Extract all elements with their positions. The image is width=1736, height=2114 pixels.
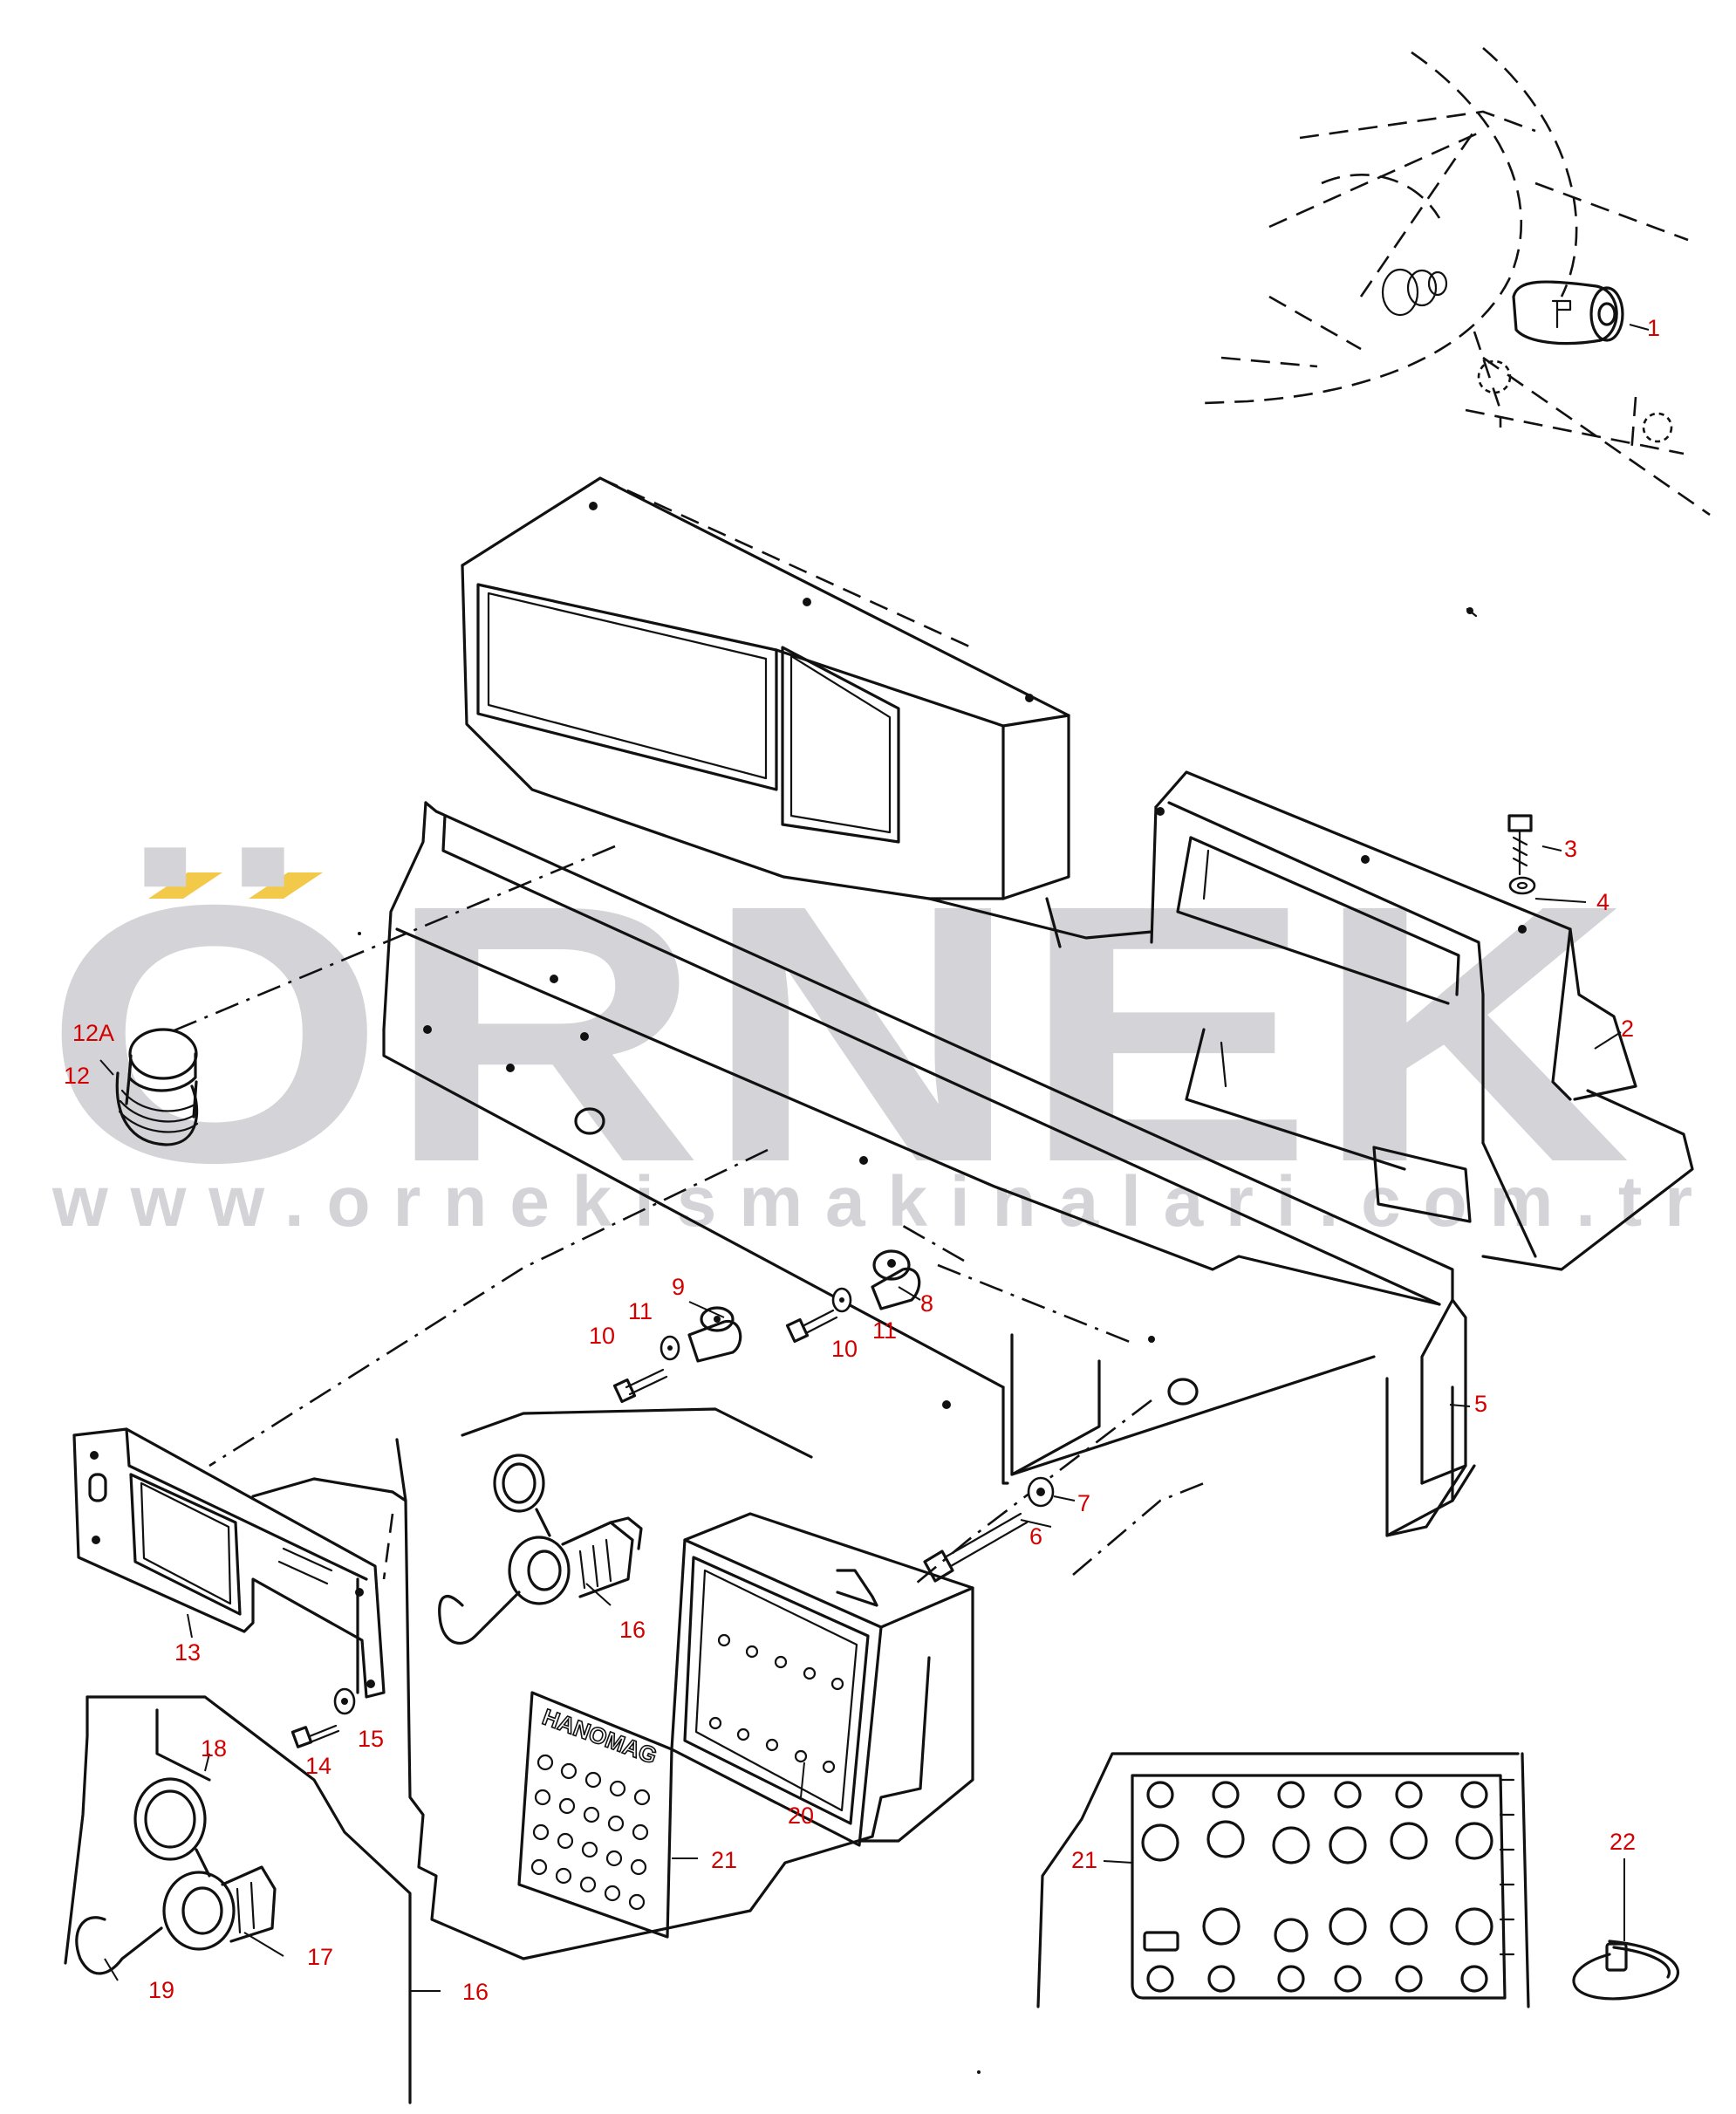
detail-switch-ghost	[1381, 268, 1448, 317]
callout-19: 19	[148, 1977, 174, 2003]
bracket-part-13	[72, 1427, 386, 1699]
engine-oil-icon	[1455, 1822, 1493, 1860]
screw-part-3	[1507, 814, 1533, 876]
mounting-hole	[1518, 925, 1527, 934]
mounting-hole	[1025, 694, 1034, 702]
watermark-accent-right	[249, 872, 323, 899]
mounting-hole	[1361, 855, 1370, 864]
brake-icon	[1206, 1820, 1245, 1858]
callout-3: 3	[1564, 836, 1577, 862]
dashboard-housing-part-2	[461, 476, 1694, 1271]
washer-part-4	[1508, 876, 1536, 895]
battery-icon	[1143, 1931, 1179, 1952]
callout-8: 8	[920, 1290, 933, 1317]
detail-box-16	[64, 1695, 412, 2104]
callout-22: 22	[1610, 1829, 1636, 1855]
mounting-hole	[580, 1032, 589, 1041]
washer-part-15	[333, 1687, 356, 1715]
callout-10b: 10	[831, 1336, 858, 1362]
warning-lamp-grid	[1141, 1781, 1493, 1993]
bolt-part-10b	[785, 1309, 838, 1344]
bolt-part-6	[923, 1512, 1029, 1583]
mounting-hole	[803, 598, 811, 606]
stray-mark	[358, 932, 361, 935]
callout-5: 5	[1474, 1391, 1487, 1417]
callout-16b: 16	[462, 1979, 489, 2005]
callout-12A: 12A	[72, 1020, 114, 1046]
callout-11a: 11	[628, 1298, 653, 1324]
leader-lines	[99, 324, 1650, 1992]
cluster-lamp-row	[708, 1633, 844, 1774]
callout-21b: 21	[1071, 1847, 1097, 1873]
stray-mark	[977, 2070, 981, 2074]
oil-pressure-icon	[1272, 1826, 1310, 1864]
grommet	[1167, 1378, 1199, 1406]
washer-part-11a	[660, 1335, 680, 1361]
mounting-hole	[1156, 807, 1165, 816]
callout-1: 1	[1647, 315, 1660, 341]
callout-14: 14	[305, 1753, 331, 1779]
callout-12: 12	[64, 1063, 90, 1089]
watermark-brand: ÖRNEK	[44, 830, 1631, 1239]
callout-7: 7	[1077, 1490, 1090, 1516]
callout-6: 6	[1029, 1523, 1042, 1550]
mounting-hole	[942, 1400, 951, 1409]
detail-gear-icon	[1477, 359, 1673, 443]
decal-part-21-detail	[1036, 1752, 1530, 2008]
mounting-hole	[506, 1064, 515, 1072]
watermark-accent-left	[148, 872, 222, 899]
callout-15: 15	[358, 1726, 384, 1752]
filter-icon	[1455, 1907, 1493, 1946]
transmission-oil-icon	[1390, 1822, 1428, 1860]
fuel-gauge-icon	[1141, 1823, 1179, 1862]
ignition-switch-part-16	[251, 1407, 931, 1960]
mounting-hole	[423, 1025, 432, 1034]
clip-part-9	[687, 1306, 742, 1363]
key-part-19	[75, 1916, 163, 1975]
glow-plug-icon	[1202, 1907, 1240, 1946]
instrument-cluster-part-20	[670, 1512, 974, 1847]
mounting-hole	[859, 1156, 868, 1165]
callout-10a: 10	[589, 1323, 615, 1349]
callout-9: 9	[672, 1274, 685, 1300]
starter-switch-part-1	[1512, 280, 1624, 345]
stray-mark	[1466, 607, 1478, 618]
bolt-part-10a	[612, 1368, 668, 1404]
plug-part-12	[115, 1028, 199, 1146]
washer-part-7	[1027, 1476, 1055, 1508]
indicator-icon	[1329, 1907, 1367, 1946]
callout-21a: 21	[711, 1847, 737, 1873]
callout-2: 2	[1621, 1016, 1634, 1042]
decal-icon-grid	[530, 1754, 651, 1911]
grommet	[574, 1107, 605, 1135]
mounting-hole	[550, 975, 558, 983]
screw-part-14	[290, 1724, 340, 1748]
callout-17: 17	[307, 1944, 333, 1970]
callout-4: 4	[1596, 889, 1610, 915]
callout-labels: 1 2 3 4 5 6 7 8 9 10 10 11 11 12 12A 13 …	[64, 315, 1660, 2005]
coolant-temp-icon	[1274, 1918, 1309, 1953]
callout-11b: 11	[872, 1317, 897, 1344]
watermark: ÖRNEK www.ornekismakinalari.com.tr	[44, 830, 1692, 1242]
callout-13: 13	[174, 1639, 201, 1666]
dust-cap-part-18	[133, 1777, 207, 1861]
callout-18: 18	[201, 1735, 227, 1762]
lower-panel-part-5	[382, 801, 1476, 1537]
cable-tie-part-22	[1572, 1940, 1679, 2001]
callout-16a: 16	[619, 1617, 646, 1643]
decal-part-21-center: HANOMAG	[517, 1691, 673, 1939]
callout-20: 20	[788, 1803, 814, 1829]
mounting-hole	[589, 502, 598, 510]
parking-brake-icon	[1390, 1907, 1428, 1946]
clip-part-8	[871, 1249, 921, 1310]
steering-detail	[1203, 47, 1711, 517]
hydraulic-oil-icon	[1329, 1826, 1367, 1864]
assembly-lines	[169, 845, 1205, 1584]
washer-part-11b	[831, 1287, 852, 1313]
mounting-hole	[1148, 1336, 1155, 1343]
